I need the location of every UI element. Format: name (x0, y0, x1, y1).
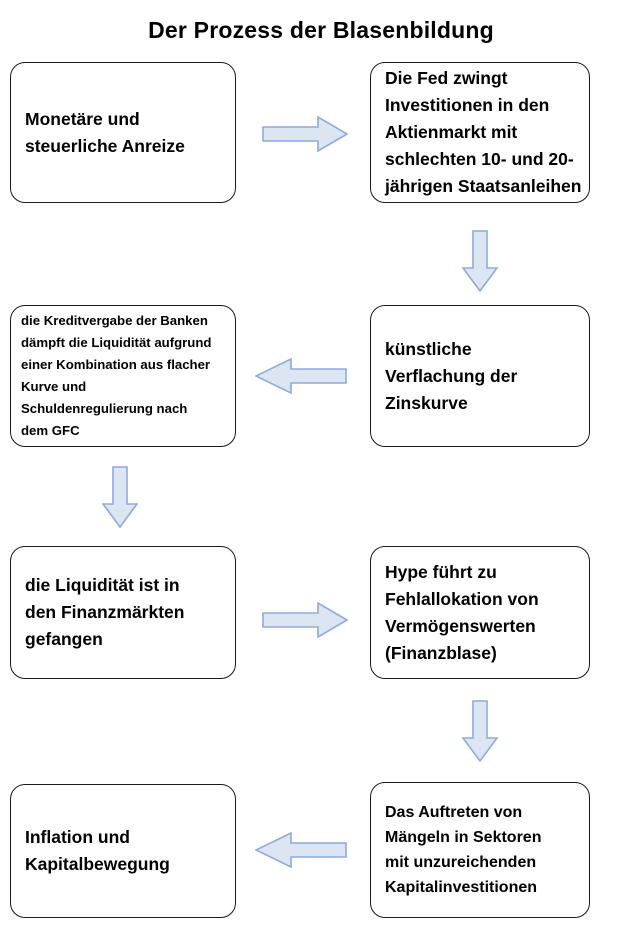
flow-node-label: künstliche Verflachung der Zinskurve (385, 338, 518, 413)
flow-node-fed-forces-equity-investment[interactable]: Die Fed zwingt Investitionen in den Akti… (370, 62, 590, 203)
flow-node-label: Monetäre und steuerliche Anreize (25, 108, 185, 156)
flow-node-label: die Kreditvergabe der Banken dämpft die … (21, 313, 212, 438)
flow-node-label: Inflation und Kapitalbewegung (25, 827, 170, 874)
arrow-down-2-icon (102, 466, 138, 528)
flow-node-bank-lending-dampens-liquidity[interactable]: die Kreditvergabe der Banken dämpft die … (10, 305, 236, 447)
flow-node-label: die Liquidität ist in den Finanzmärkten … (25, 575, 185, 649)
flow-node-label: Hype führt zu Fehlallokation von Vermöge… (385, 561, 539, 663)
flow-node-inflation-and-capital-movement[interactable]: Inflation und Kapitalbewegung (10, 784, 236, 918)
flow-node-shortages-in-underinvested-sectors[interactable]: Das Auftreten von Mängeln in Sektoren mi… (370, 782, 590, 918)
flow-node-label: Das Auftreten von Mängeln in Sektoren mi… (385, 804, 542, 896)
flow-node-liquidity-trapped-in-financial-markets[interactable]: die Liquidität ist in den Finanzmärkten … (10, 546, 236, 679)
arrow-down-1-icon (462, 230, 498, 292)
flow-node-hype-leads-to-misallocation[interactable]: Hype führt zu Fehlallokation von Vermöge… (370, 546, 590, 679)
arrow-right-2-icon (262, 602, 348, 638)
arrow-left-1-icon (255, 358, 347, 394)
arrow-left-2-icon (255, 832, 347, 868)
flow-node-artificial-yield-curve-flattening[interactable]: künstliche Verflachung der Zinskurve (370, 305, 590, 447)
arrow-right-1-icon (262, 116, 348, 152)
page-title: Der Prozess der Blasenbildung (148, 17, 494, 43)
flow-node-label: Die Fed zwingt Investitionen in den Akti… (385, 68, 582, 196)
flow-node-monetary-fiscal-incentives[interactable]: Monetäre und steuerliche Anreize (10, 62, 236, 203)
arrow-down-3-icon (462, 700, 498, 762)
